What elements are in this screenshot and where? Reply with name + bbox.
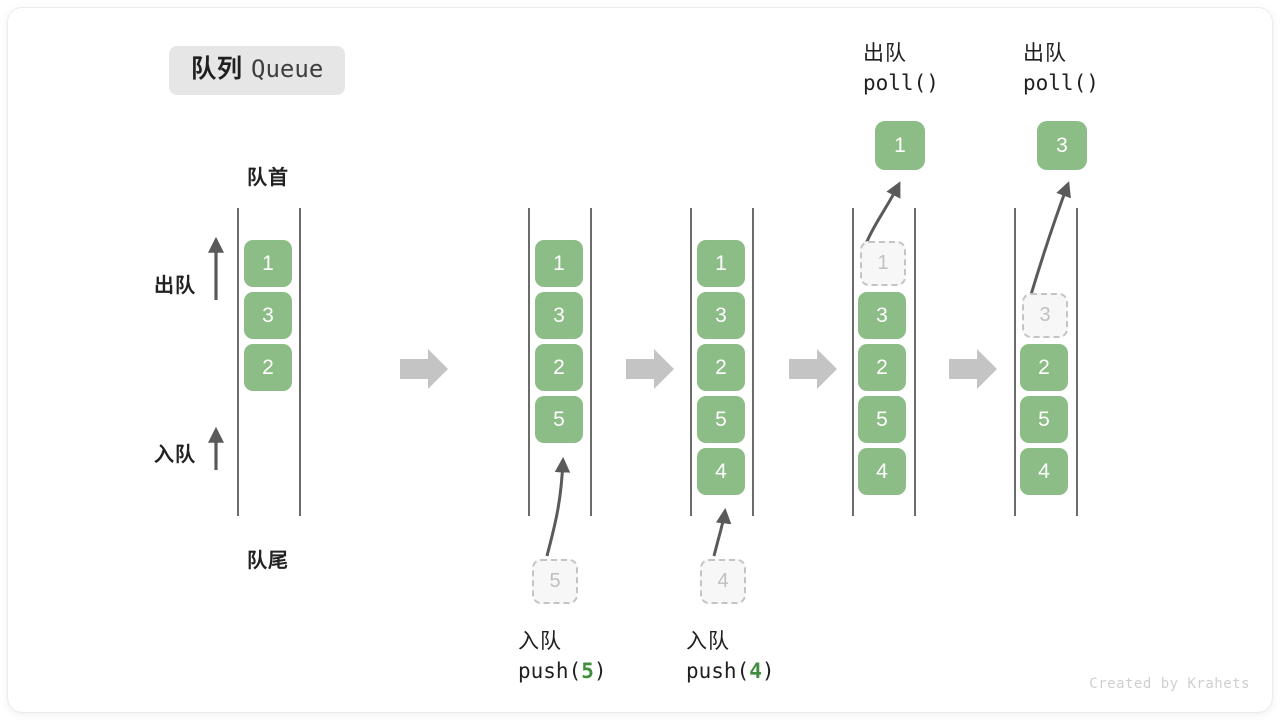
queue-wall-left	[1014, 208, 1016, 516]
queue-cell: 5	[1020, 396, 1068, 443]
poll-3-fn-suffix: )	[1086, 70, 1099, 95]
queue-cell: 4	[1020, 448, 1068, 495]
title-en: Queue	[251, 55, 324, 83]
queue-cell: 3	[858, 292, 906, 339]
queue-wall-left	[852, 208, 854, 516]
queue-wall-right	[914, 208, 916, 516]
queue-head-label: 队首	[247, 167, 289, 189]
enqueue-direction-label: 入队	[154, 444, 196, 466]
popped-element: 1	[875, 121, 925, 170]
title-cn: 队列	[191, 55, 244, 83]
poll-1-arrow	[863, 181, 901, 247]
push-5-caption-cn: 入队	[518, 630, 562, 653]
queue-cell: 1	[535, 240, 583, 287]
queue-cell: 1	[697, 240, 745, 287]
push-5-caption: 入队 push(5)	[518, 628, 607, 686]
queue-wall-left	[528, 208, 530, 516]
credit-text: Created by Krahets	[1089, 676, 1250, 692]
poll-3-fn-prefix: poll(	[1023, 70, 1087, 95]
queue-wall-left	[690, 208, 692, 516]
poll-1-fn-prefix: poll(	[863, 70, 927, 95]
queue-cell: 2	[535, 344, 583, 391]
removed-element-ghost: 3	[1022, 293, 1068, 338]
popped-element: 3	[1037, 121, 1087, 170]
poll-3-arrow	[1028, 181, 1071, 299]
step-transition-arrow-2	[626, 349, 674, 389]
queue-cell: 3	[697, 292, 745, 339]
queue-wall-right	[1076, 208, 1078, 516]
queue-cell: 3	[244, 292, 292, 339]
step-transition-arrow-4	[949, 349, 997, 389]
push-4-fn-arg: 4	[749, 658, 762, 683]
queue-cell-new: 4	[697, 448, 745, 495]
queue-cell: 3	[535, 292, 583, 339]
queue-cell: 2	[697, 344, 745, 391]
poll-3-caption-fn: poll()	[1023, 69, 1099, 98]
queue-cell: 2	[858, 344, 906, 391]
queue-cell: 2	[244, 344, 292, 391]
push-5-arrow	[545, 456, 571, 557]
queue-cell: 2	[1020, 344, 1068, 391]
push-5-fn-suffix: )	[593, 658, 607, 683]
push-4-caption-cn: 入队	[686, 630, 730, 653]
step-transition-arrow-1	[400, 349, 448, 389]
poll-1-fn-suffix: )	[926, 70, 939, 95]
direction-arrows-layer	[208, 181, 1071, 557]
poll-3-caption: 出队 poll()	[1023, 40, 1099, 98]
removed-element-ghost: 1	[860, 241, 906, 286]
push-5-fn-prefix: push(	[518, 658, 582, 683]
push-4-fn-prefix: push(	[686, 658, 750, 683]
poll-1-caption: 出队 poll()	[863, 40, 939, 98]
queue-wall-left	[237, 208, 239, 516]
poll-1-caption-fn: poll()	[863, 69, 939, 98]
pending-element-ghost: 4	[700, 559, 746, 604]
push-4-caption-fn: push(4)	[686, 657, 775, 686]
poll-3-caption-cn: 出队	[1023, 42, 1067, 65]
pending-element-ghost: 5	[532, 559, 578, 604]
queue-wall-right	[299, 208, 301, 516]
push-4-caption: 入队 push(4)	[686, 628, 775, 686]
queue-cell-new: 5	[535, 396, 583, 443]
queue-wall-right	[590, 208, 592, 516]
queue-cell: 4	[858, 448, 906, 495]
push-5-fn-arg: 5	[581, 658, 594, 683]
push-5-caption-fn: push(5)	[518, 657, 607, 686]
step-transition-arrow-3	[789, 349, 837, 389]
poll-1-caption-cn: 出队	[863, 42, 907, 65]
queue-wall-right	[752, 208, 754, 516]
queue-tail-label: 队尾	[247, 550, 289, 572]
push-4-arrow	[712, 507, 732, 557]
queue-cell: 5	[858, 396, 906, 443]
dequeue-direction-label: 出队	[154, 275, 196, 297]
queue-cell: 1	[244, 240, 292, 287]
push-4-fn-suffix: )	[761, 658, 775, 683]
queue-cell: 5	[697, 396, 745, 443]
